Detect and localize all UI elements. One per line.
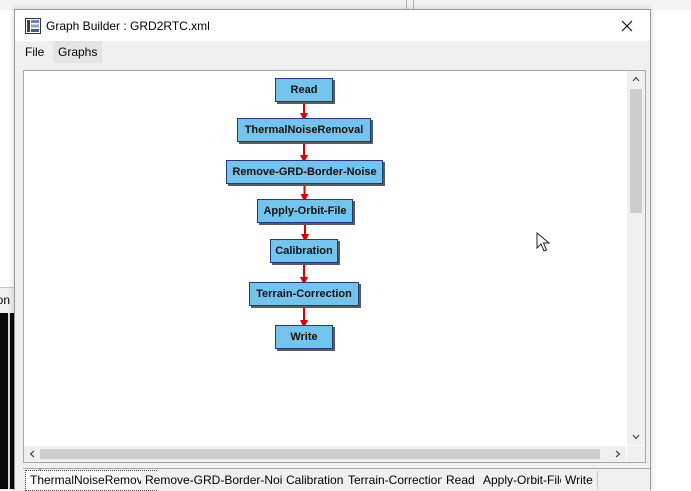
tab-write[interactable]: Write (561, 471, 598, 490)
node-write[interactable]: Write (275, 325, 333, 349)
chevron-left-icon (29, 450, 35, 458)
tab-read[interactable]: Read (442, 471, 480, 490)
node-calibration[interactable]: Calibration (270, 239, 338, 263)
tab-apply-orbit-file[interactable]: Apply-Orbit-File (479, 471, 572, 490)
background-window-strip (0, 0, 691, 10)
close-icon (621, 20, 633, 31)
tab-remove-grd-border-noise[interactable]: Remove-GRD-Border-Noise (141, 471, 301, 490)
background-divider (406, 0, 407, 10)
background-console-panel (0, 313, 14, 489)
node-terrain-correction[interactable]: Terrain-Correction (249, 282, 359, 306)
tab-calibration[interactable]: Calibration (282, 471, 349, 490)
menu-bar: File Graphs (15, 41, 650, 63)
background-divider (413, 0, 414, 10)
close-button[interactable] (604, 10, 650, 41)
vertical-scrollbar[interactable] (627, 71, 645, 445)
menu-file[interactable]: File (25, 45, 45, 59)
chevron-right-icon (615, 450, 621, 458)
node-tab-strip: ThermalNoiseRemoval Remove-GRD-Border-No… (23, 468, 650, 491)
horizontal-scrollbar[interactable] (24, 446, 626, 462)
chevron-up-icon (632, 76, 640, 82)
vertical-scroll-thumb[interactable] (630, 89, 642, 213)
background-window-right (650, 10, 691, 489)
window-title: Graph Builder : GRD2RTC.xml (46, 19, 210, 33)
graph-edges (300, 102, 309, 328)
graph-builder-window: Graph Builder : GRD2RTC.xml File Graphs … (14, 9, 651, 491)
chevron-down-icon (632, 434, 640, 440)
scroll-left-button[interactable] (24, 446, 40, 462)
node-apply-orbit-file[interactable]: Apply-Orbit-File (257, 199, 353, 223)
title-bar: Graph Builder : GRD2RTC.xml (15, 10, 650, 41)
graph-canvas[interactable]: Read ThermalNoiseRemoval Remove-GRD-Bord… (24, 71, 626, 445)
graph-canvas-panel: Read ThermalNoiseRemoval Remove-GRD-Bord… (23, 70, 646, 463)
app-icon (25, 18, 41, 34)
node-thermal-noise-removal[interactable]: ThermalNoiseRemoval (237, 118, 371, 142)
tab-thermal-noise-removal[interactable]: ThermalNoiseRemoval (25, 470, 158, 491)
scroll-corner (627, 446, 645, 462)
menu-graphs[interactable]: Graphs (53, 41, 103, 63)
horizontal-scroll-thumb[interactable] (40, 449, 600, 459)
scroll-down-button[interactable] (627, 429, 645, 445)
node-remove-grd-border-noise[interactable]: Remove-GRD-Border-Noise (226, 160, 383, 184)
node-read[interactable]: Read (275, 78, 333, 102)
scroll-right-button[interactable] (610, 446, 626, 462)
mouse-cursor-icon (536, 232, 550, 252)
background-tab-fragment[interactable]: ion (0, 293, 11, 307)
scroll-up-button[interactable] (627, 71, 645, 87)
tab-terrain-correction[interactable]: Terrain-Correction (344, 471, 450, 490)
